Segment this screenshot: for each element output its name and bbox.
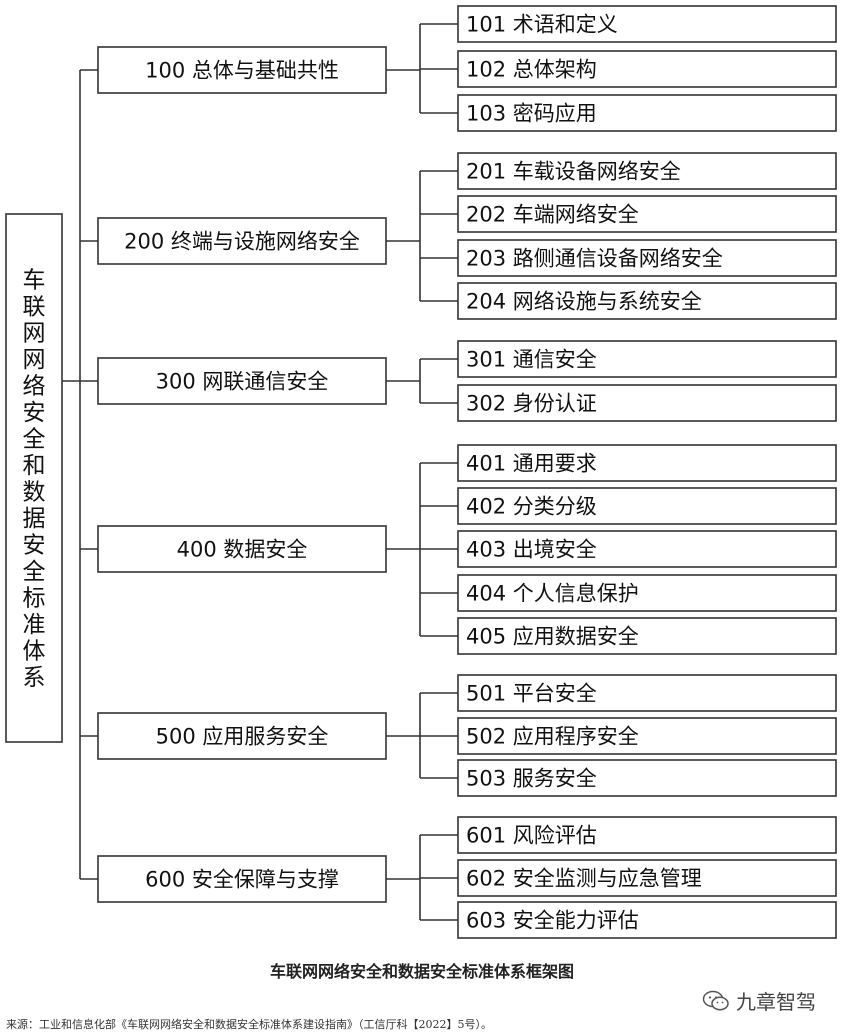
item-node-label: 201 车载设备网络安全	[466, 160, 681, 184]
group-node-label: 500 应用服务安全	[156, 725, 329, 749]
watermark: 九章智驾	[702, 986, 816, 1015]
item-node-box	[457, 530, 837, 568]
group-node-box	[97, 712, 387, 760]
group-node-box	[97, 525, 387, 573]
item-node-box	[457, 384, 837, 422]
group-node-box	[97, 217, 387, 265]
item-node-box	[457, 617, 837, 655]
item-node-label: 103 密码应用	[466, 102, 597, 126]
group-node-label: 600 安全保障与支撑	[145, 868, 339, 892]
watermark-text: 九章智驾	[736, 990, 816, 1014]
item-node-label: 501 平台安全	[466, 682, 597, 706]
item-node-box	[457, 94, 837, 132]
item-node-label: 502 应用程序安全	[466, 725, 639, 749]
item-node-label: 603 安全能力评估	[466, 909, 639, 933]
item-node-label: 405 应用数据安全	[466, 625, 639, 649]
item-node-box	[457, 674, 837, 712]
item-node-box	[457, 340, 837, 378]
group-node-label: 400 数据安全	[177, 538, 308, 562]
group-node-label: 100 总体与基础共性	[145, 59, 339, 83]
item-node-box	[457, 444, 837, 482]
item-node-box	[457, 50, 837, 88]
item-node-label: 401 通用要求	[466, 452, 597, 476]
item-node-label: 102 总体架构	[466, 58, 597, 82]
item-node-box	[457, 859, 837, 897]
item-node-box	[457, 487, 837, 525]
item-node-box	[457, 717, 837, 755]
root-node-box	[5, 213, 63, 743]
item-node-label: 301 通信安全	[466, 348, 597, 372]
wechat-logo-icon	[702, 990, 729, 1010]
item-node-label: 203 路侧通信设备网络安全	[466, 247, 723, 271]
item-node-box	[457, 759, 837, 797]
item-node-box	[457, 195, 837, 233]
item-node-label: 602 安全监测与应急管理	[466, 867, 702, 891]
item-node-box	[457, 5, 837, 43]
item-node-label: 402 分类分级	[466, 495, 597, 519]
item-node-label: 202 车端网络安全	[466, 203, 639, 227]
item-node-label: 101 术语和定义	[466, 13, 618, 37]
figure-caption: 车联网网络安全和数据安全标准体系框架图	[269, 962, 574, 981]
item-node-box	[457, 282, 837, 320]
group-node-box	[97, 357, 387, 405]
item-node-label: 404 个人信息保护	[466, 582, 639, 606]
item-node-box	[457, 816, 837, 854]
item-node-label: 601 风险评估	[466, 824, 597, 848]
item-node-box	[457, 239, 837, 277]
item-node-label: 503 服务安全	[466, 767, 597, 791]
source-note: 来源：工业和信息化部《车联网网络安全和数据安全标准体系建设指南》（工信厅科【20…	[6, 1018, 492, 1031]
item-node-label: 204 网络设施与系统安全	[466, 290, 702, 314]
connector-lines	[62, 23, 458, 921]
group-node-label: 300 网联通信安全	[156, 370, 329, 394]
group-node-box	[97, 46, 387, 94]
group-node-label: 200 终端与设施网络安全	[124, 230, 360, 254]
item-node-label: 403 出境安全	[466, 538, 597, 562]
item-node-label: 302 身份认证	[466, 392, 597, 416]
group-node-box	[97, 855, 387, 903]
diagram-nodes: 车联网网络安全和数据安全标准体系 100 总体与基础共性 101 术语和定义 102 …	[5, 5, 837, 939]
item-node-box	[457, 574, 837, 612]
item-node-box	[457, 901, 837, 939]
item-node-box	[457, 152, 837, 190]
root-node-label: 车联网网络安全和数据安全标准体系	[23, 267, 46, 691]
